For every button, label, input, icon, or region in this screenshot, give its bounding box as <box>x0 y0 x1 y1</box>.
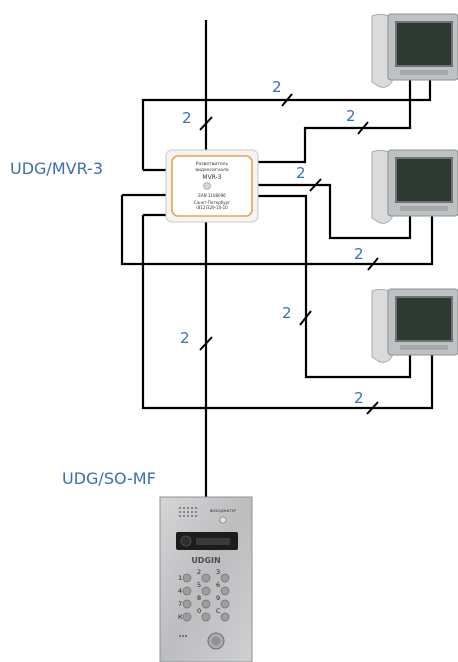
splitter-line2: Санкт-Петербург <box>194 200 230 205</box>
splitter-title2: видеосигнала <box>195 168 229 173</box>
wire-count-1: 2 <box>272 78 282 96</box>
key-6: 6 <box>216 581 220 589</box>
splitter-model: MVR-3 <box>202 174 221 181</box>
splitter-led-icon <box>203 182 211 190</box>
wire-count-7: 2 <box>180 329 190 347</box>
key-3: 3 <box>216 568 220 576</box>
key-8: 8 <box>197 594 201 602</box>
wire-monitor1-inner <box>258 78 412 164</box>
monitor-handset-icon <box>371 13 393 88</box>
camera-icon <box>180 535 192 547</box>
panel-keypad: 1 2 3 4 5 6 7 8 9 К 0 С <box>178 568 230 622</box>
wire-monitor3-inner <box>258 194 412 379</box>
wire-ticks <box>199 93 379 415</box>
microphone-icon <box>179 635 187 637</box>
speaker-grill-icon <box>179 507 197 517</box>
monitor-buttons <box>400 70 448 75</box>
tick-7 <box>199 336 213 351</box>
key-c: С <box>216 607 221 615</box>
monitor-screen <box>395 157 453 203</box>
monitor-handset-icon <box>371 149 393 224</box>
panel-label: UDG/SO-MF <box>62 469 156 488</box>
wire-count-6: 2 <box>282 304 292 322</box>
panel-display <box>196 538 230 545</box>
key-4: 4 <box>178 587 182 595</box>
splitter-orange-border <box>171 155 253 217</box>
tick-4 <box>309 178 322 192</box>
monitor-2 <box>371 149 458 224</box>
splitter-label: UDG/MVR-3 <box>10 159 103 178</box>
splitter-line3: (812)329-10-10 <box>196 205 228 210</box>
splitter-title1: Разветвитель <box>196 161 229 167</box>
tick-3 <box>357 121 369 135</box>
monitor-handset-icon <box>371 288 393 363</box>
tick-6 <box>299 310 312 326</box>
monitor-screen <box>395 296 453 342</box>
key-5: 5 <box>197 581 201 589</box>
wire-monitor3-outer <box>141 215 434 410</box>
wire-count-8: 2 <box>354 389 364 407</box>
wires <box>120 20 434 498</box>
splitter-device: Разветвитель видеосигнала MVR-3 EAN 1108… <box>165 149 259 223</box>
monitor-1 <box>371 13 458 88</box>
tick-1 <box>281 93 293 107</box>
wire-count-4: 2 <box>296 164 306 182</box>
monitor-screen <box>395 21 453 67</box>
key-9: 9 <box>216 594 220 602</box>
monitor-buttons <box>400 345 448 350</box>
key-2: 2 <box>197 568 201 576</box>
tick-2 <box>199 116 213 131</box>
wire-count-3: 2 <box>346 107 356 125</box>
monitor-buttons <box>400 206 448 211</box>
tick-5 <box>367 257 379 271</box>
wire-monitor2-outer <box>120 195 434 266</box>
wire-count-2: 2 <box>182 109 192 127</box>
tick-8 <box>366 401 379 415</box>
monitor-3 <box>371 288 458 363</box>
splitter-line1: EAN 1108096 <box>198 193 226 198</box>
wire-count-labels: 2 2 2 2 2 2 2 2 <box>180 78 364 407</box>
wire-monitor2-inner <box>258 183 412 240</box>
panel-top-label: ВИЗОДЖИТЕР <box>210 509 237 513</box>
key-k: К <box>178 613 183 621</box>
bell-icon <box>211 636 221 646</box>
key-7: 7 <box>178 600 182 608</box>
door-panel: ВИЗОДЖИТЕР UDGIN 1 2 3 4 5 6 7 8 <box>159 496 253 662</box>
key-0: 0 <box>197 607 201 615</box>
concierge-button <box>219 516 227 524</box>
wire-count-5: 2 <box>354 245 364 263</box>
key-1: 1 <box>178 574 182 582</box>
panel-brand: UDGIN <box>191 556 220 565</box>
